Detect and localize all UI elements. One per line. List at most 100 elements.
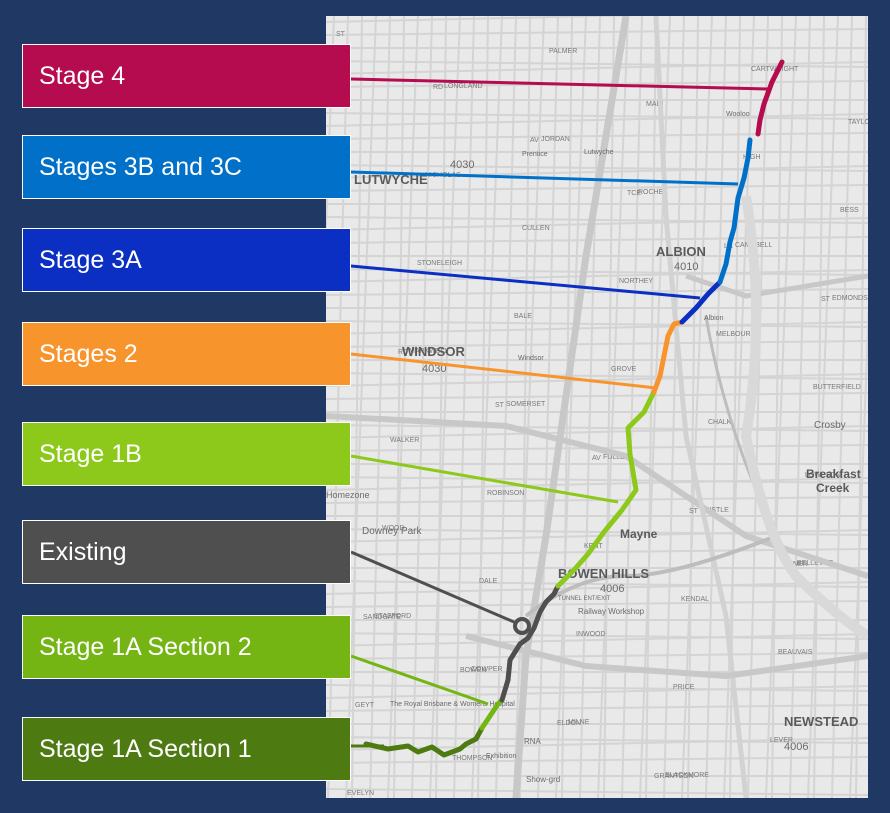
legend-stage-1a-section-2: Stage 1A Section 2 [22,615,351,679]
place-exhibition: Exhibition [486,753,516,760]
street-name: EDMONDSTONE [832,295,868,302]
street-name: COWPER [471,666,503,673]
route-existing [499,583,561,703]
street-line [705,16,727,798]
legend-stage-2-label: Stages 2 [39,339,138,368]
suburb-lutwyche: LUTWYCHE [354,172,428,187]
street-name: INWOOD [576,631,606,638]
street-line [326,340,868,348]
street-line [326,424,868,432]
place-albion-station: Albion [704,315,724,322]
street-name: BUTTERFIELD [813,384,861,391]
street-name: BLACKMORE [665,772,709,779]
street-line [326,320,868,328]
street-name: GEYT [355,702,375,709]
street-line [513,16,545,798]
street-name: BESS [840,207,859,214]
street-line [326,496,868,504]
suburb-albion: ALBION [656,244,706,259]
street-name: LONGLAND [444,83,483,90]
postcode-bowen-hills: 4006 [600,583,624,595]
street-name: RD [398,349,408,356]
street-name: WALKER [390,437,419,444]
place-homezone: Homezone [326,490,370,500]
street-name: CARTWRIGHT [751,66,799,73]
street-name: LEVER [770,737,793,744]
street-line [849,302,868,798]
street-name: BELLEVUE [797,560,834,567]
postcode-albion: 4010 [674,261,698,273]
street-name: KENDAL [681,596,709,603]
legend-stage-3a-label: Stage 3A [39,245,142,274]
place-showgrounds: Show-grd [526,775,560,784]
street-line [687,16,699,798]
street-line [326,113,868,127]
legend-existing: Existing [22,520,351,584]
street-line [326,236,868,244]
street-line [813,16,825,798]
street-line [326,321,868,335]
street-line [453,16,475,798]
street-name: PALMER [549,48,577,55]
street-line [807,16,839,798]
street-name: NORTHEY [619,278,653,285]
street-network [326,16,868,798]
route-stage-1a-section-2 [479,697,505,731]
street-line [326,216,868,224]
legend-stage-1a-section-1-label: Stage 1A Section 1 [39,734,252,763]
street-line [681,16,713,798]
street-name: NICHOLAS [425,172,461,179]
suburb-windsor: WINDSOR [402,344,465,359]
street-name: BEAUVAIS [778,649,813,656]
postcode-lutwyche: 4030 [450,159,474,171]
suburb-bowen-hills: BOWEN HILLS [558,566,649,581]
street-name: JORDAN [541,136,570,143]
street-line [326,736,868,744]
street-line [326,737,868,751]
street-line [326,633,868,647]
place-railway-workshop: Railway Workshop [578,607,645,616]
map-svg: STRDAVTCELASTRDSTAVSTINNERSANDGATEBOWENE… [326,16,868,798]
breakfast-creek-water [740,195,868,641]
place-wooloowin: Wooloo [726,111,750,118]
street-line [555,16,587,798]
street-line [327,16,349,798]
street-line [747,16,769,798]
street-name: DALE [479,578,498,585]
legend-stage-3b-3c-label: Stages 3B and 3C [39,152,242,181]
street-name: THISTLE [700,507,729,514]
street-name: ST [821,296,831,303]
postcode-windsor: 4030 [422,363,446,375]
street-line [621,16,643,798]
place-rna: RNA [524,737,542,746]
street-name: RD [433,84,443,91]
route-stage-4 [755,59,785,137]
street-line [326,80,868,88]
street-line [537,16,559,798]
street-line [326,788,868,796]
street-line [326,164,868,172]
legend-stage-1a-section-1: Stage 1A Section 1 [22,717,351,781]
place-tunnel: TUNNEL ENT/EXIT [558,596,611,602]
place-crosby: Crosby [814,420,846,431]
street-line [326,632,868,640]
suburb-newstead: NEWSTEAD [784,714,858,729]
legend-stage-1b-label: Stage 1B [39,439,142,468]
route-lines [363,59,785,758]
street-line [326,61,868,75]
street-line [369,16,391,798]
route-existing-loop [513,617,531,635]
street-line [831,16,853,798]
street-name: ROCHE [638,189,664,196]
street-name: MILNE [568,719,590,726]
legend-stage-2: Stages 2 [22,322,351,386]
street-name: TCE [627,190,641,197]
route-stage-1a-section-1 [363,725,485,758]
street-line [326,16,643,23]
street-name: MAIN [646,101,664,108]
street-line [326,425,868,439]
street-line [495,16,517,798]
street-name: SOMERSET [506,401,546,408]
street-line [326,132,868,140]
street-line [326,217,868,231]
